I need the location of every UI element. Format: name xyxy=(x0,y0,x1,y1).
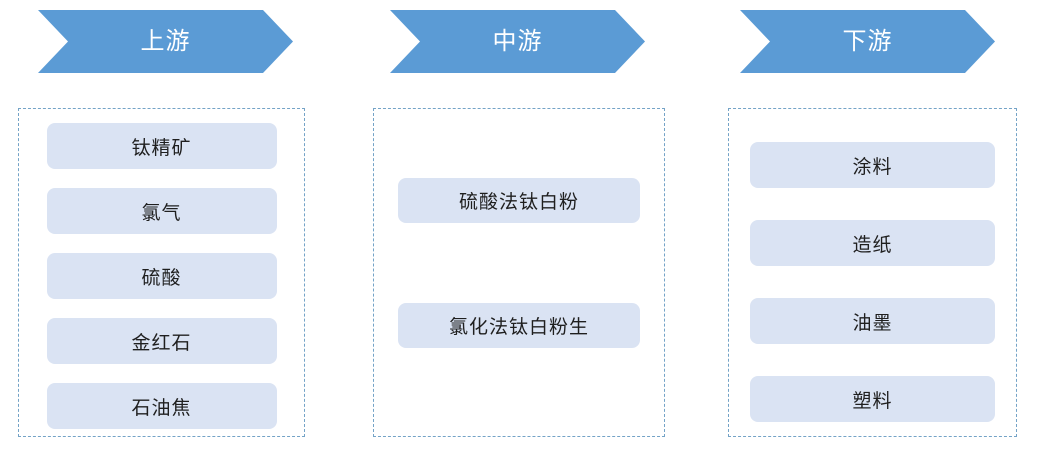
downstream-item-box: 油墨 xyxy=(750,298,995,344)
chevron-right-shape xyxy=(740,10,995,73)
stage-chevron-upstream: 上游 xyxy=(38,10,293,73)
downstream-item-box: 涂料 xyxy=(750,142,995,188)
upstream-item-box: 石油焦 xyxy=(46,383,277,429)
midstream-panel: 硫酸法钛白粉 氯化法钛白粉生 xyxy=(373,108,665,437)
midstream-item-box: 硫酸法钛白粉 xyxy=(398,178,640,223)
downstream-panel: 涂料 造纸 油墨 塑料 xyxy=(728,108,1017,437)
upstream-item-box: 金红石 xyxy=(46,318,277,364)
downstream-item-box: 造纸 xyxy=(750,220,995,266)
upstream-panel: 钛精矿 氯气 硫酸 金红石 石油焦 xyxy=(18,108,305,437)
upstream-item-box: 氯气 xyxy=(46,188,277,234)
stage-chevron-midstream: 中游 xyxy=(390,10,645,73)
upstream-item-box: 钛精矿 xyxy=(46,123,277,169)
chevron-right-shape xyxy=(38,10,293,73)
chevron-right-shape-fill xyxy=(38,10,293,73)
chevron-right-shape-fill xyxy=(740,10,995,73)
midstream-item-box: 氯化法钛白粉生 xyxy=(398,303,640,348)
upstream-item-box: 硫酸 xyxy=(46,253,277,299)
chevron-right-shape xyxy=(390,10,645,73)
chevron-right-shape-fill xyxy=(390,10,645,73)
downstream-item-box: 塑料 xyxy=(750,376,995,422)
stage-label-upstream: 上游 xyxy=(140,27,191,55)
stage-label-midstream: 中游 xyxy=(492,27,543,55)
stage-label-downstream: 下游 xyxy=(842,27,893,55)
stage-chevron-downstream: 下游 xyxy=(740,10,995,73)
